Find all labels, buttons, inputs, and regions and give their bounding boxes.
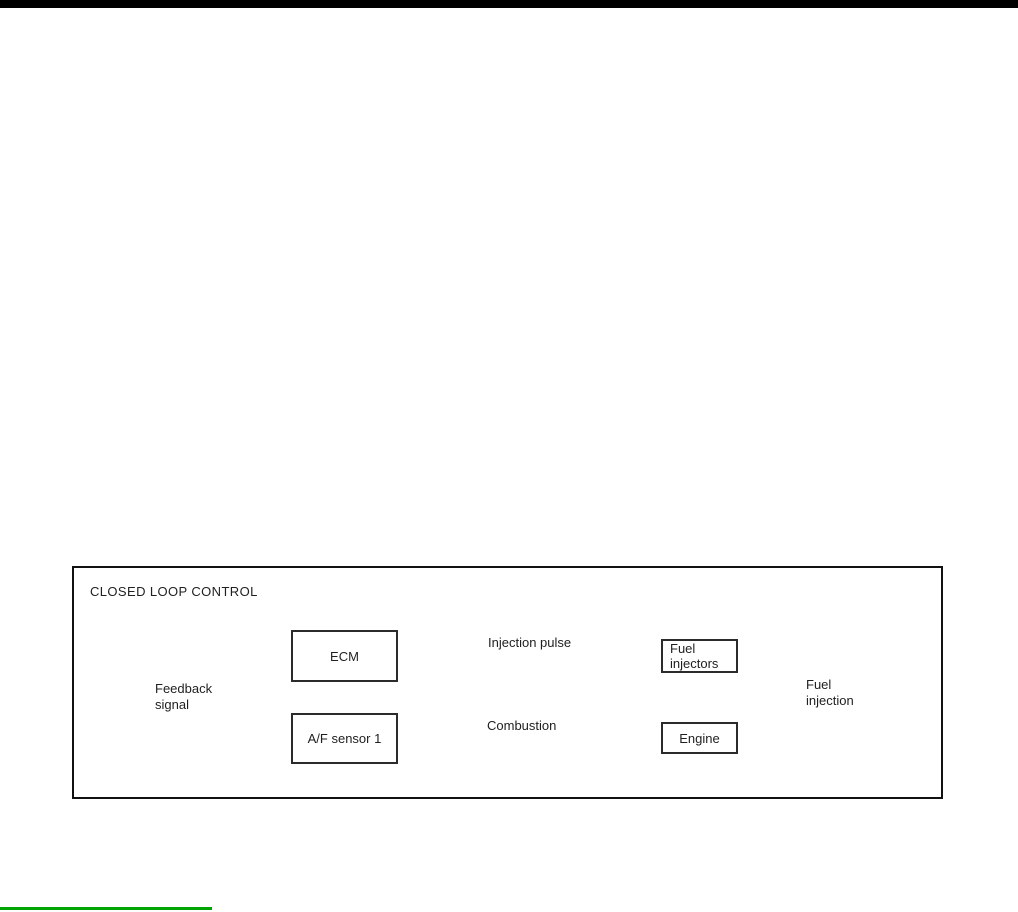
af-sensor-1-block-label: A/F sensor 1 [307,731,382,746]
diagram-title: CLOSED LOOP CONTROL [90,584,258,599]
injection-pulse-label: Injection pulse [488,635,572,650]
fuel-injection-label: Fuel injection [806,677,854,708]
engine-block-label: Engine [679,730,720,746]
ecm-block-label: ECM [330,648,359,664]
closed-loop-control-diagram [72,566,943,799]
combustion-label: Combustion [487,718,557,733]
ecm-block: ECM [291,630,398,682]
hyperlink-underline[interactable] [0,907,212,910]
feedback-signal-label: Feedback signal [155,681,213,712]
fuel-injectors-block: Fuel injectors [661,639,738,673]
af-sensor-1-block: A/F sensor 1 [291,713,398,764]
page-top-border [0,0,1018,8]
engine-block: Engine [661,722,738,754]
fuel-injectors-block-label: Fuel injectors [670,641,719,671]
